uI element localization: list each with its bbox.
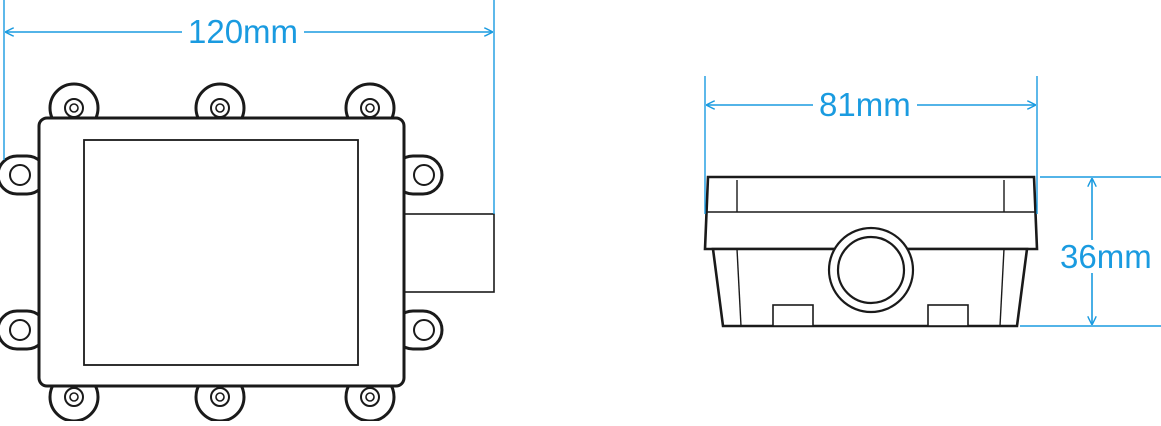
dimension-label-120mm: 120mm — [182, 15, 305, 48]
cable-gland-hole — [827, 226, 915, 314]
dimension-label-81mm: 81mm — [813, 88, 917, 121]
side-view-lid — [703, 175, 1039, 251]
lid-window — [83, 139, 359, 366]
top-view — [0, 82, 495, 423]
cable-gland-stub — [399, 213, 495, 293]
foot-right — [927, 304, 969, 327]
side-view — [703, 175, 1039, 328]
side-tab-left-upper — [0, 154, 48, 196]
side-tab-left-lower — [0, 309, 48, 351]
foot-left — [772, 304, 814, 327]
dimension-label-36mm: 36mm — [1054, 240, 1158, 273]
side-tab-right-upper — [392, 154, 444, 196]
